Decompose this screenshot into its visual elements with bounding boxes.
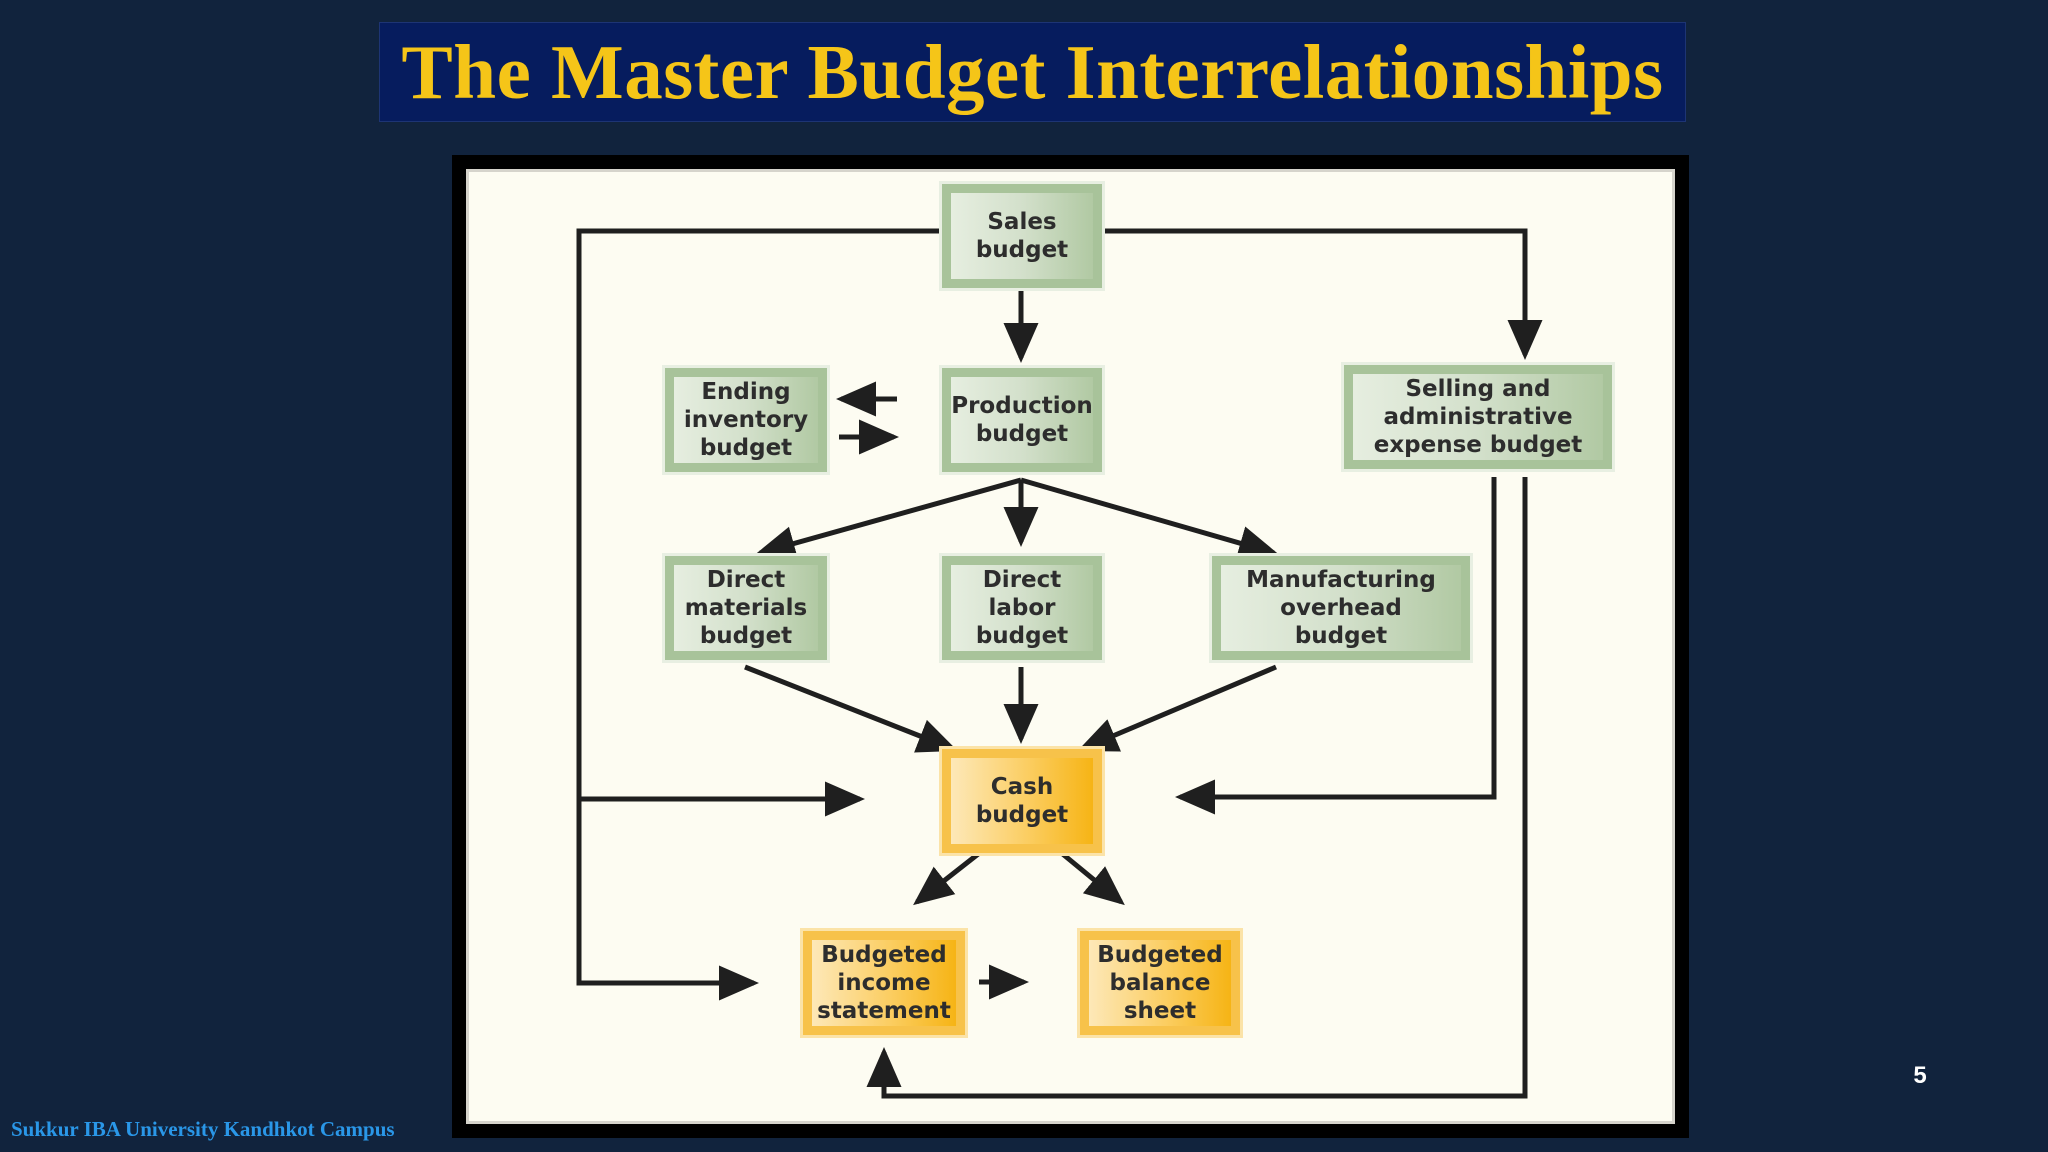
arrow-manufacturing-overhead-to-cash bbox=[1077, 664, 1277, 752]
sales-budget-label: Sales budget bbox=[975, 209, 1069, 263]
sales-budget-box: Sales budget bbox=[942, 184, 1102, 288]
balance-sheet-box: Budgeted balance sheet bbox=[1080, 931, 1240, 1035]
arrow-sales-to-selling-admin bbox=[1104, 228, 1543, 360]
diagram-frame: Sales budget Ending inventory budget Pro… bbox=[452, 155, 1689, 1138]
manufacturing-overhead-budget-label: Manufacturing overhead budget bbox=[1246, 567, 1436, 649]
production-budget-box: Production budget bbox=[942, 368, 1102, 472]
page-number: 5 bbox=[1913, 1062, 1927, 1089]
direct-materials-budget-box: Direct materials budget bbox=[665, 556, 827, 660]
footer-campus-name: Sukkur IBA University Kandhkot Campus bbox=[11, 1117, 395, 1141]
direct-labor-budget-box: Direct labor budget bbox=[942, 556, 1102, 660]
selling-admin-budget-box: Selling and administrative expense budge… bbox=[1344, 365, 1612, 469]
income-statement-label: Budgeted income statement bbox=[817, 942, 951, 1024]
arrow-sales-to-income-statement bbox=[576, 799, 759, 1001]
arrow-production-to-direct-materials bbox=[755, 477, 1022, 561]
direct-materials-budget-label: Direct materials budget bbox=[684, 567, 808, 649]
selling-admin-budget-label: Selling and administrative expense budge… bbox=[1373, 376, 1583, 458]
arrow-cash-to-balance-sheet bbox=[1057, 849, 1125, 906]
manufacturing-overhead-budget-box: Manufacturing overhead budget bbox=[1212, 556, 1470, 660]
arrow-direct-materials-to-cash bbox=[744, 664, 958, 753]
budget-flow-diagram: Sales budget Ending inventory budget Pro… bbox=[466, 169, 1675, 1124]
title-banner: The Master Budget Interrelationships bbox=[379, 22, 1686, 122]
ending-inventory-budget-label: Ending inventory budget bbox=[683, 379, 809, 461]
production-budget-label: Production budget bbox=[951, 393, 1093, 447]
cash-budget-label: Cash budget bbox=[975, 774, 1069, 828]
arrow-selling-admin-to-cash bbox=[1175, 477, 1497, 815]
arrow-selling-admin-to-income-statement bbox=[866, 477, 1528, 1099]
slide-title: The Master Budget Interrelationships bbox=[401, 28, 1664, 115]
arrow-sales-to-cash bbox=[576, 228, 939, 817]
income-statement-box: Budgeted income statement bbox=[803, 931, 965, 1035]
ending-inventory-budget-box: Ending inventory budget bbox=[665, 368, 827, 472]
diagram-connectors bbox=[576, 228, 1543, 1099]
cash-budget-box: Cash budget bbox=[942, 749, 1102, 853]
arrow-production-to-manufacturing-overhead bbox=[1020, 477, 1279, 561]
balance-sheet-label: Budgeted balance sheet bbox=[1097, 942, 1223, 1024]
direct-labor-budget-label: Direct labor budget bbox=[975, 567, 1069, 649]
arrow-cash-to-income-statement bbox=[913, 849, 984, 906]
